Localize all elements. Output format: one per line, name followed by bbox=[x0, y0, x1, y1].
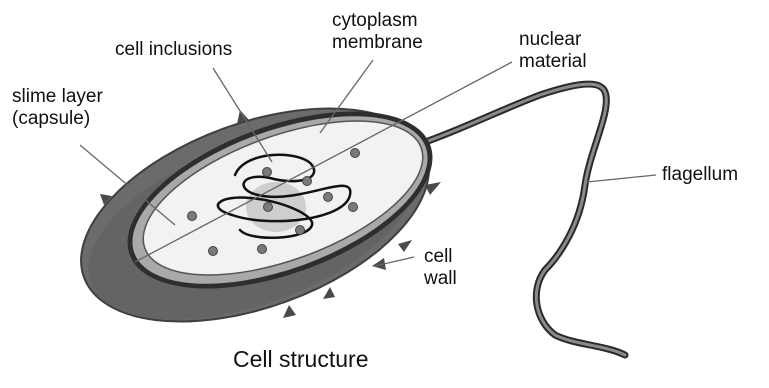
label-slime-layer-line1: slime layer bbox=[12, 86, 103, 108]
label-cell-wall: cell wall bbox=[424, 246, 457, 290]
label-membrane-line: membrane bbox=[332, 32, 423, 54]
label-cell-line: cell bbox=[424, 246, 457, 268]
label-material-line: material bbox=[519, 51, 587, 73]
nucleoid-region bbox=[246, 182, 306, 232]
label-slime-layer-line2: (capsule) bbox=[12, 108, 103, 130]
diagram-caption: Cell structure bbox=[233, 346, 368, 373]
label-nuclear-line: nuclear bbox=[519, 29, 587, 51]
label-wall-line: wall bbox=[424, 268, 457, 290]
flagellum bbox=[402, 84, 625, 355]
label-cytoplasm-membrane: cytoplasm membrane bbox=[332, 10, 423, 54]
label-cytoplasm-line: cytoplasm bbox=[332, 10, 423, 32]
label-nuclear-material: nuclear material bbox=[519, 29, 587, 73]
label-flagellum: flagellum bbox=[662, 164, 738, 186]
label-cell-inclusions: cell inclusions bbox=[115, 39, 232, 61]
label-slime-layer: slime layer (capsule) bbox=[12, 86, 103, 130]
